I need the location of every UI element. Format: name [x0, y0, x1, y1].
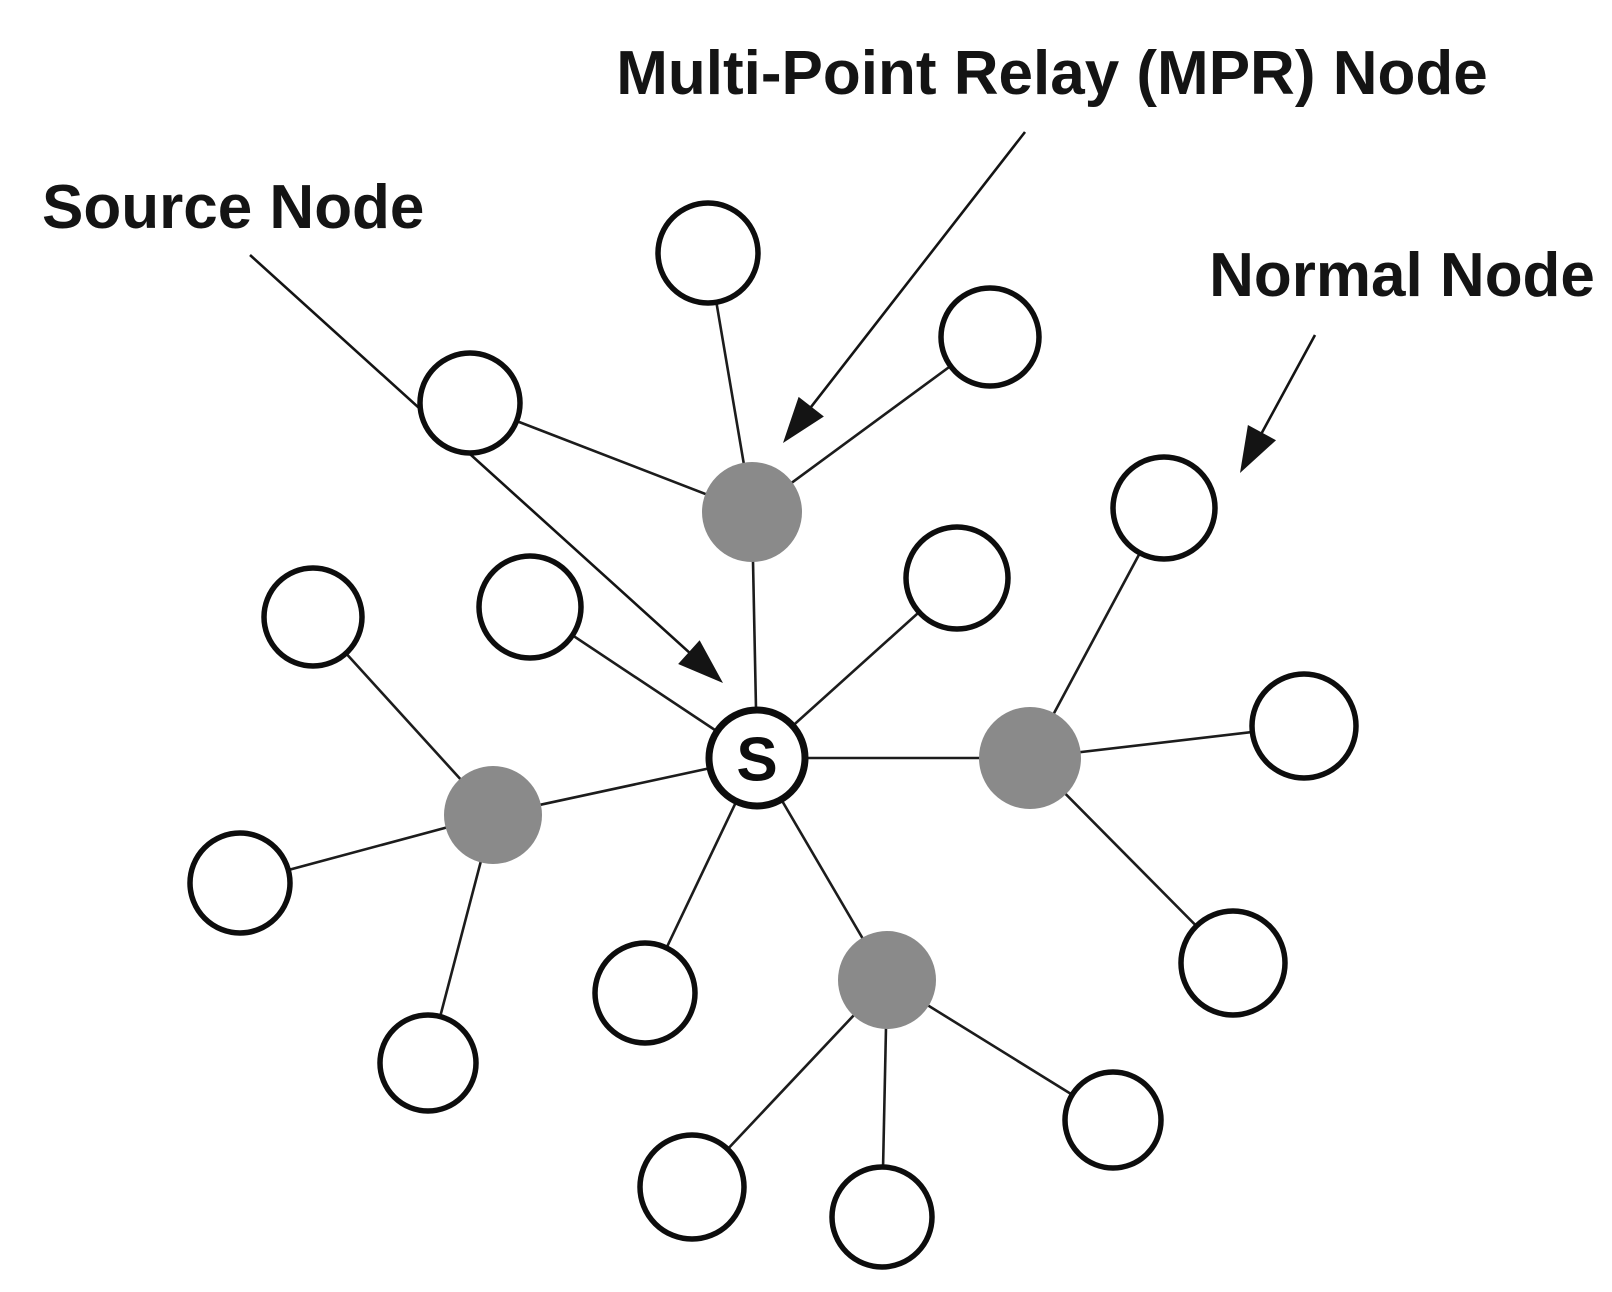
mpr-node [979, 707, 1081, 809]
normal-node [261, 565, 365, 669]
normal-arrowhead-icon [1240, 424, 1277, 473]
normal-node [592, 940, 698, 1046]
source-arrowhead-icon [678, 640, 723, 683]
normal-node [1178, 908, 1288, 1018]
mpr-arrow-line [806, 131, 1027, 413]
mpr-node [838, 931, 936, 1029]
normal-node [1249, 671, 1359, 781]
mpr-label: Multi-Point Relay (MPR) Node [616, 39, 1487, 108]
source-node [705, 706, 809, 810]
mpr-arrowhead-icon [783, 396, 824, 443]
normal-node [377, 1012, 479, 1114]
normal-node [187, 830, 293, 936]
normal-node [476, 553, 584, 661]
mpr-node [444, 766, 542, 864]
source-label: Source Node [42, 173, 424, 242]
normal-node [1110, 454, 1218, 562]
normal-node [655, 200, 761, 306]
normal-arrow-line [1257, 334, 1317, 439]
source-node-letter: S [736, 725, 777, 794]
normal-label: Normal Node [1209, 241, 1595, 310]
normal-node [938, 285, 1042, 389]
normal-node [637, 1132, 747, 1242]
normal-node [417, 350, 523, 456]
normal-node [829, 1164, 935, 1270]
mpr-node [702, 462, 802, 562]
normal-node [1062, 1069, 1164, 1171]
normal-node [903, 524, 1011, 632]
